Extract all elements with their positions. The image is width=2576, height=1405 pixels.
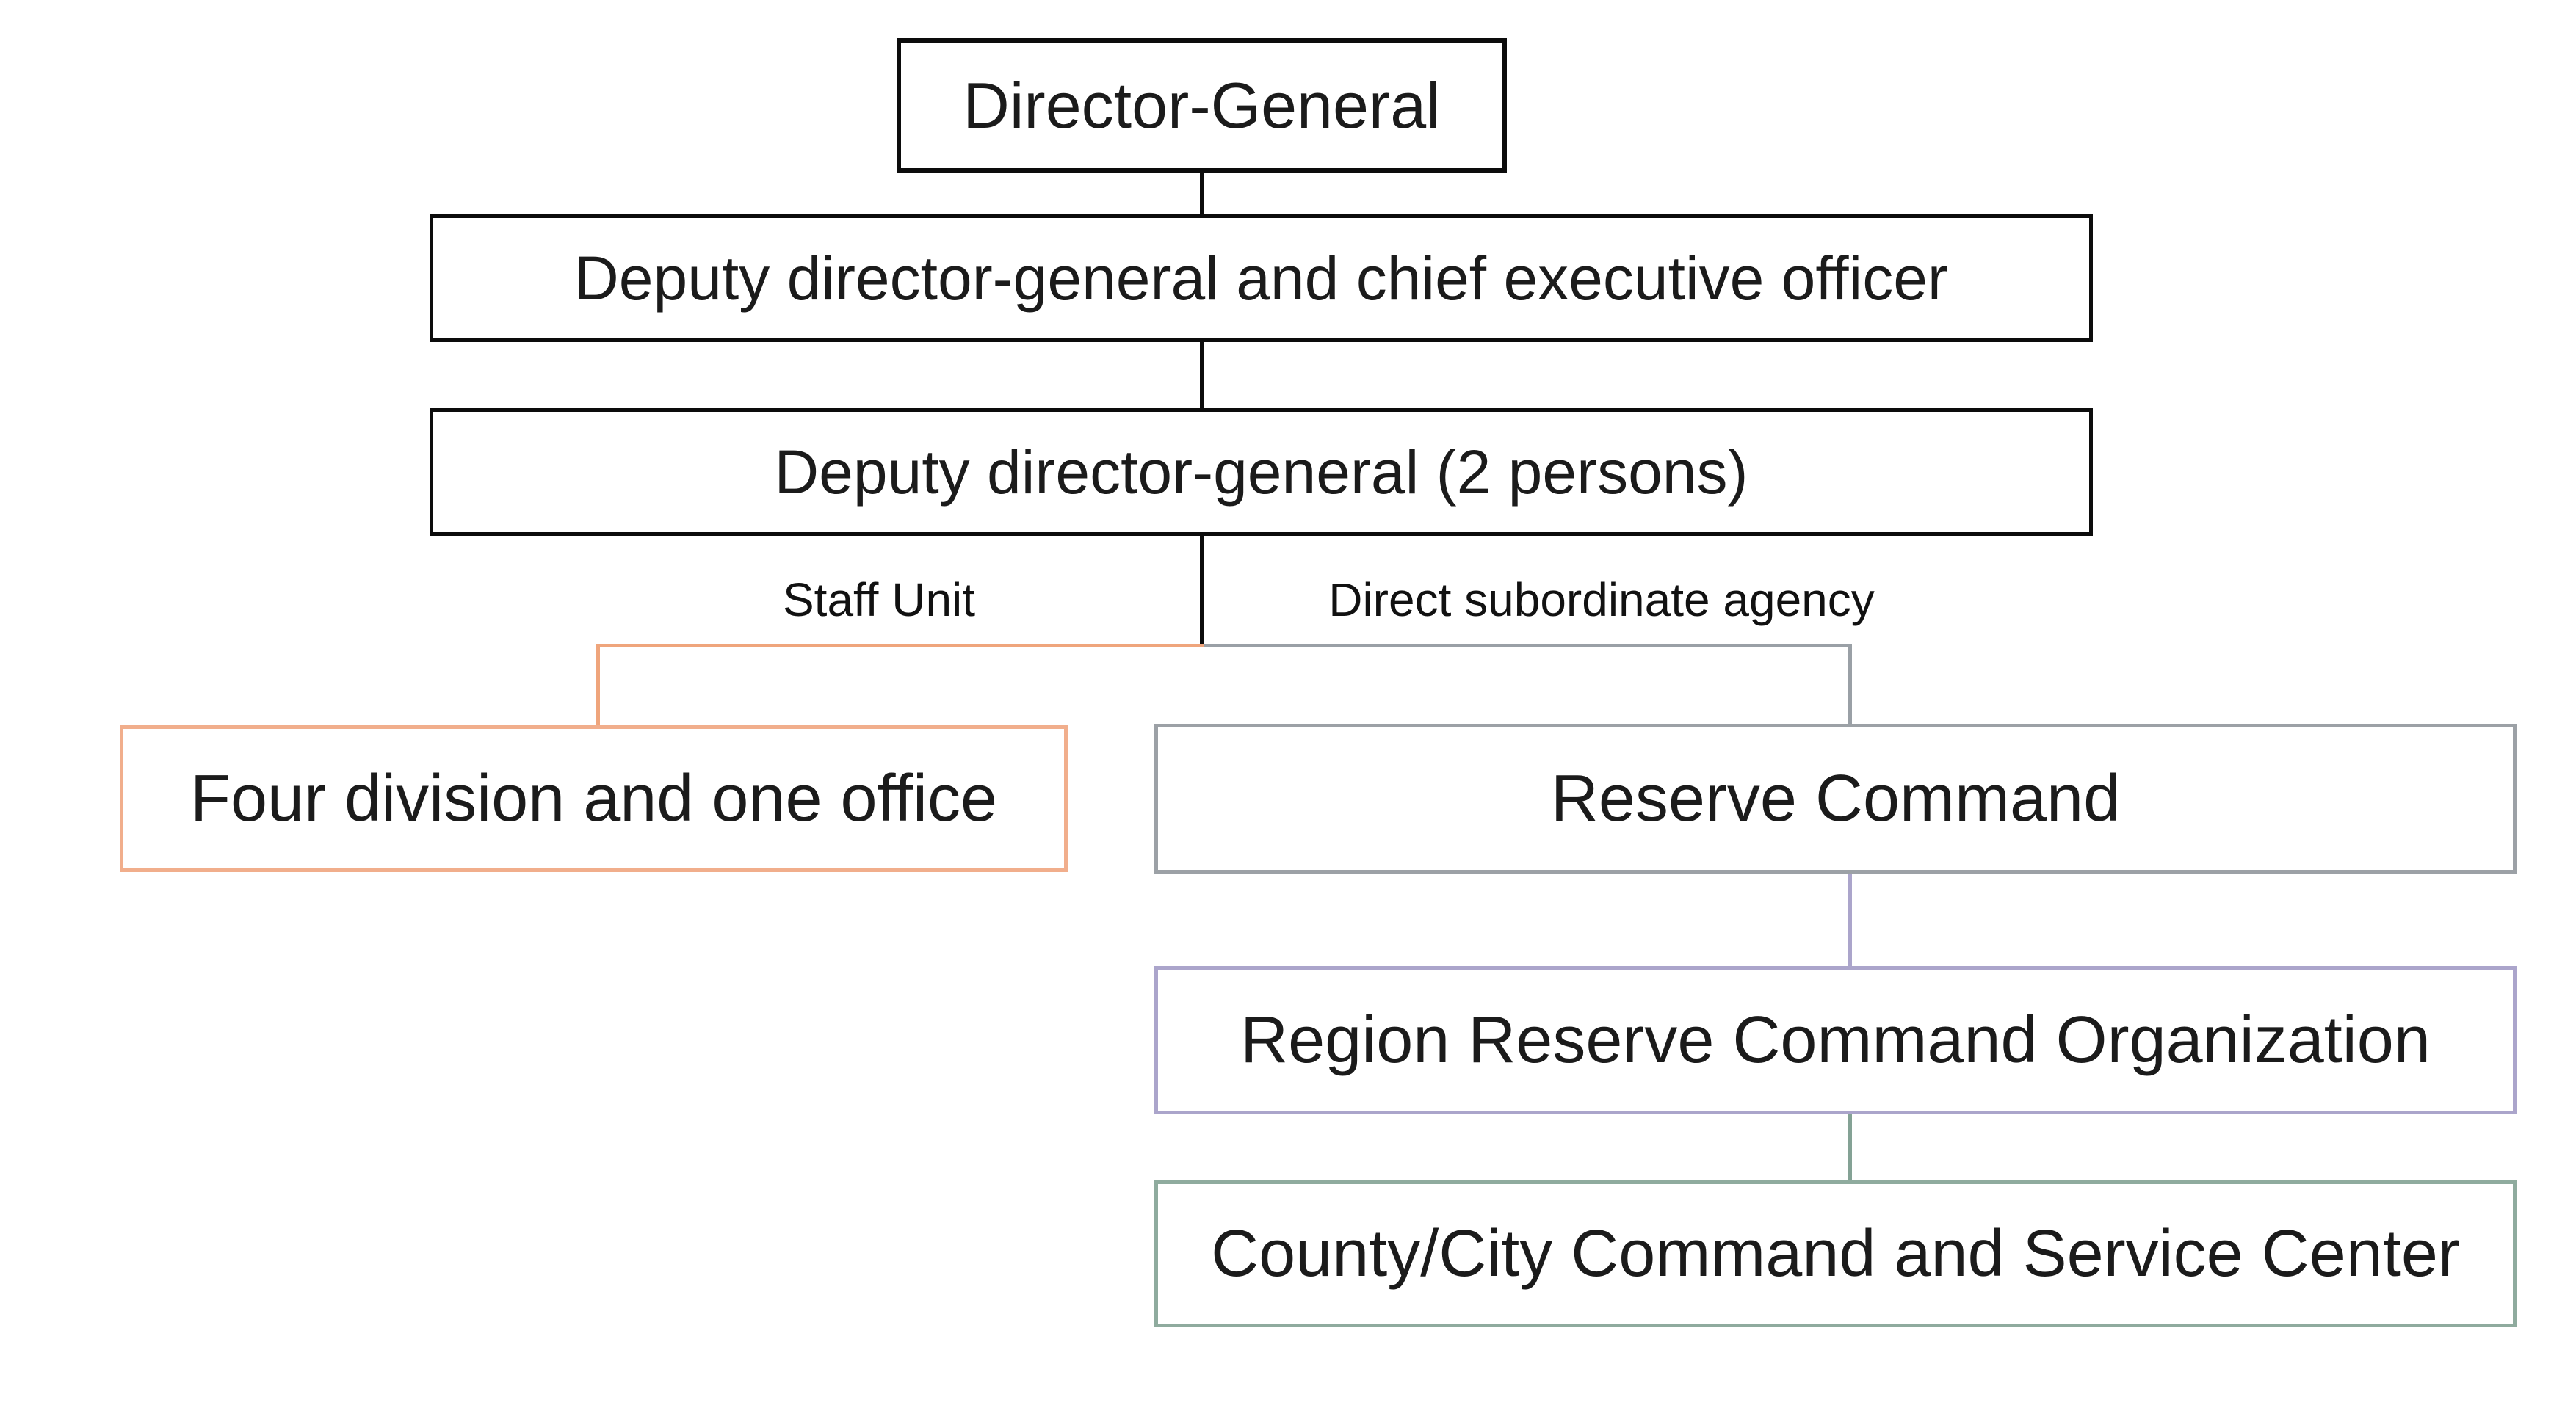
- branch-line-staff-unit: [596, 644, 1204, 647]
- node-deputy-director-general-ceo: Deputy director-general and chief execut…: [430, 214, 2093, 342]
- connector-region-to-county: [1848, 1114, 1852, 1180]
- connector-deputy-ceo-to-deputy2: [1200, 342, 1204, 408]
- branch-label-direct-subordinate-agency: Direct subordinate agency: [1328, 573, 1875, 626]
- branch-line-direct-subordinate: [1204, 644, 1852, 647]
- node-county-city-command-and-service-center: County/City Command and Service Center: [1154, 1180, 2517, 1327]
- node-four-division-and-one-office: Four division and one office: [120, 725, 1068, 872]
- node-director-general: Director-General: [897, 38, 1507, 173]
- connector-branch-to-four-division: [596, 644, 600, 725]
- connector-branch-to-reserve-command: [1848, 644, 1852, 724]
- connector-reserve-to-region: [1848, 874, 1852, 966]
- branch-label-staff-unit: Staff Unit: [782, 573, 976, 626]
- connector-director-to-deputy-ceo: [1200, 173, 1204, 214]
- node-reserve-command: Reserve Command: [1154, 724, 2517, 874]
- connector-deputy2-to-branch: [1200, 536, 1204, 644]
- node-deputy-director-general-2-persons: Deputy director-general (2 persons): [430, 408, 2093, 536]
- node-region-reserve-command-organization: Region Reserve Command Organization: [1154, 966, 2517, 1114]
